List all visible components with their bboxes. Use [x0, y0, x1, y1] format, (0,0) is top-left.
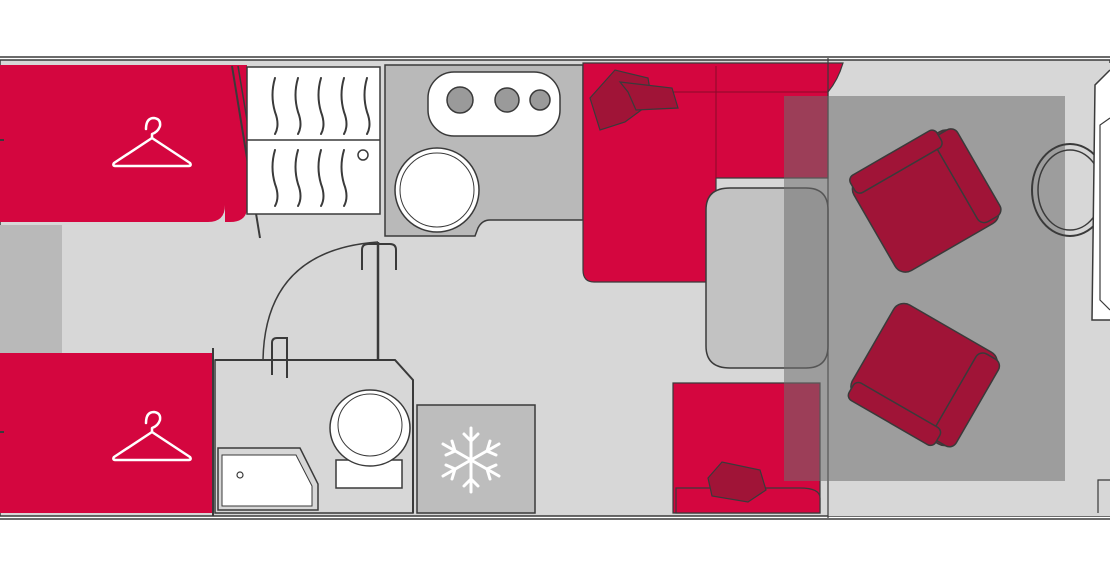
rear-panel	[0, 225, 62, 353]
dashboard	[1091, 69, 1110, 321]
hanger-icon	[112, 410, 192, 462]
door-handle	[271, 337, 288, 378]
driver-seat	[849, 128, 1002, 273]
cushion	[618, 81, 679, 111]
bathroom-wall	[215, 359, 414, 513]
snowflake-icon	[441, 426, 501, 494]
hanger-icon	[112, 116, 192, 168]
wardrobe-top	[0, 65, 225, 222]
hob-icon	[427, 71, 561, 137]
wardrobe-top-door	[225, 65, 247, 222]
shower-tray-icon	[217, 447, 319, 511]
toilet-icon	[329, 389, 411, 489]
shower-cabinet-pattern	[271, 77, 371, 207]
wardrobe-bottom	[0, 353, 213, 513]
bathroom-door-swing	[262, 241, 379, 361]
fridge	[416, 404, 536, 514]
cab-door	[1097, 479, 1110, 513]
door-handle	[361, 243, 397, 270]
cushion	[707, 461, 767, 503]
passenger-seat	[847, 302, 1001, 448]
dashboard	[1099, 117, 1110, 311]
sink-icon	[394, 147, 480, 233]
shower-drain	[357, 149, 369, 161]
